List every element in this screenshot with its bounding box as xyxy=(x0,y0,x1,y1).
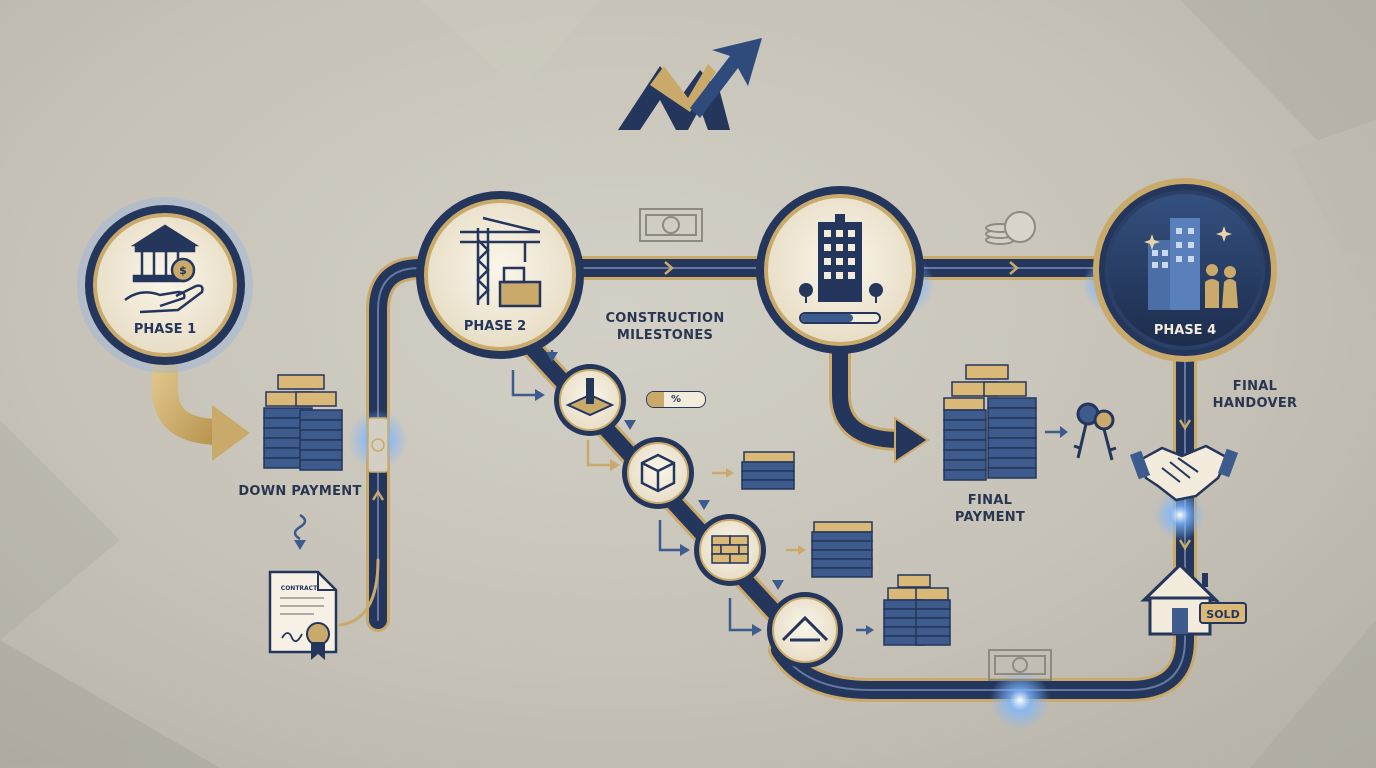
roof-icon xyxy=(781,615,829,642)
foundation-icon xyxy=(565,378,615,417)
trend-arrow-logo-icon xyxy=(618,38,762,130)
sold-house-icon xyxy=(1140,562,1247,636)
milestone-roof-node xyxy=(767,592,843,668)
svg-text:$: $ xyxy=(179,264,187,277)
milestone-progress-badge: % xyxy=(646,391,706,408)
phase1-label: PHASE 1 xyxy=(134,322,196,337)
progress-percent-text: % xyxy=(670,394,682,405)
family-house-icon xyxy=(1144,218,1238,310)
track-chevrons xyxy=(371,261,1192,551)
frame-cube-icon xyxy=(640,453,676,493)
phase4-label: PHASE 4 xyxy=(1154,323,1216,338)
money-bill-track-icon xyxy=(367,417,389,473)
milestone-foundation-node xyxy=(554,364,626,436)
money-stack-icon-small-1 xyxy=(741,451,795,490)
banknote-icon-top xyxy=(639,208,703,242)
money-stack-icon-small-3 xyxy=(883,574,951,646)
sold-sign-text: SOLD xyxy=(1206,608,1239,621)
keys-icon xyxy=(1073,402,1117,461)
contract-header-text: CONTRACT xyxy=(281,585,318,592)
phase2-node xyxy=(416,191,584,359)
money-stack-icon-down-payment xyxy=(263,374,343,471)
final-payment-arrow-head xyxy=(894,416,930,464)
banknote-icon-bottom xyxy=(988,649,1052,681)
construction-milestones-label: CONSTRUCTION MILESTONES xyxy=(605,311,725,343)
final-handover-label: FINAL HANDOVER xyxy=(1212,379,1298,411)
contract-document-icon xyxy=(268,570,338,660)
milestone-bricks-node xyxy=(694,514,766,586)
phase2-label: PHASE 2 xyxy=(464,319,526,334)
phase1-arrow-head xyxy=(212,405,250,461)
brick-wall-icon xyxy=(711,535,749,564)
phase3-node xyxy=(756,186,924,354)
office-building-icon xyxy=(799,214,883,324)
bank-hand-coin-icon xyxy=(124,224,204,314)
coin-icon xyxy=(985,211,1036,245)
final-payment-label: FINAL PAYMENT xyxy=(954,493,1026,525)
handshake-icon xyxy=(1129,444,1239,502)
tower-crane-icon xyxy=(460,216,542,308)
milestone-frame-node xyxy=(622,437,694,509)
phase1-node: $ xyxy=(77,197,253,373)
money-stack-icon-small-2 xyxy=(811,521,873,578)
down-payment-label: DOWN PAYMENT xyxy=(238,484,362,499)
phase4-node xyxy=(1093,178,1277,362)
money-stack-icon-final-payment xyxy=(943,364,1037,481)
milestone-connector-arrows xyxy=(293,350,1068,636)
